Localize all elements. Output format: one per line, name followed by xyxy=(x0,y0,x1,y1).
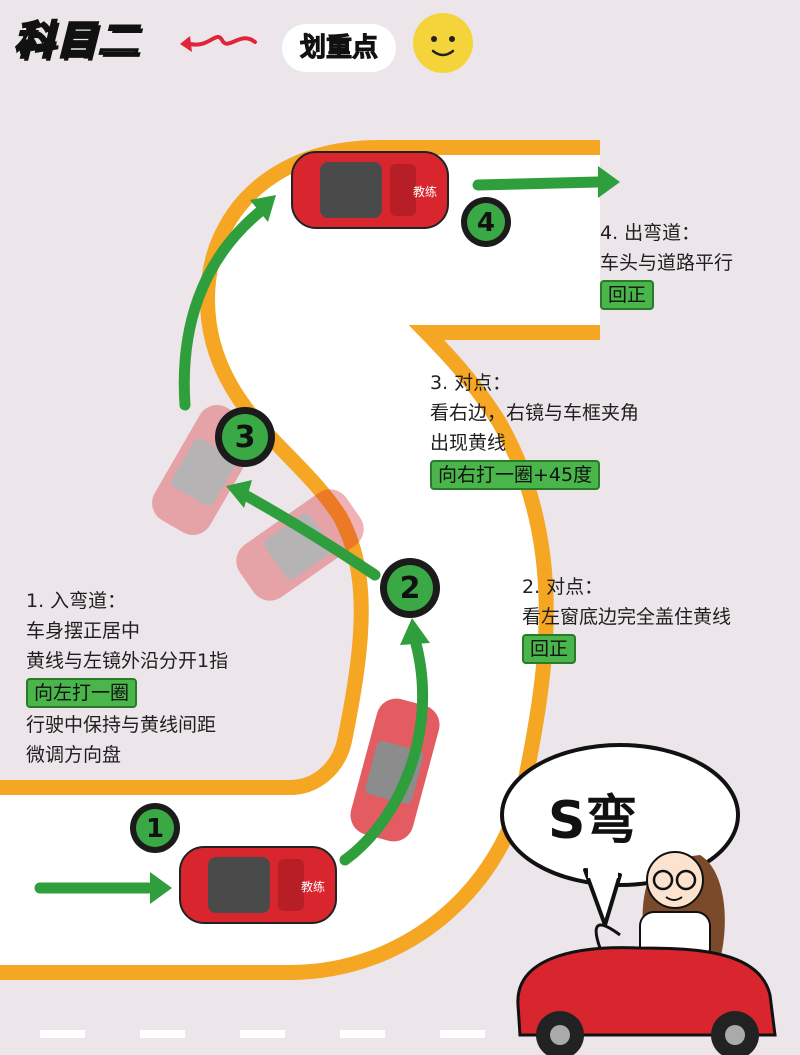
marker-1: 1 xyxy=(130,803,180,853)
step1-highlight: 向左打一圈 xyxy=(26,678,138,708)
arrow-curve-1 xyxy=(339,634,429,866)
arrow-entry-head xyxy=(150,872,172,904)
step1-extra: 微调方向盘 xyxy=(26,744,122,766)
step3-highlight: 向右打一圈+45度 xyxy=(430,460,601,490)
marker-label: 3 xyxy=(235,420,256,455)
step4-heading: 4. 出弯道： xyxy=(600,222,701,244)
squiggle-arrow-icon xyxy=(188,35,257,47)
step1-heading: 1. 入弯道： xyxy=(26,590,127,612)
step2-line: 看左窗底边完全盖住黄线 xyxy=(522,606,732,628)
speech-bubble xyxy=(500,743,740,927)
car-label: 教练 xyxy=(413,184,437,199)
step4-line: 车头与道路平行 xyxy=(600,252,734,274)
marker-label: 1 xyxy=(146,814,164,844)
page-title: 科目二 xyxy=(13,17,140,65)
arrow-curve-2-head xyxy=(226,480,252,508)
lane-dashes xyxy=(40,1030,485,1038)
arrow-curve-3 xyxy=(178,204,268,411)
bubble-text: S弯 xyxy=(548,791,638,851)
arrow-exit-head xyxy=(598,166,620,198)
arrow-curve-1-head xyxy=(400,618,430,645)
arrow-curve-3-head xyxy=(250,195,276,222)
car-label: 教练 xyxy=(301,879,325,894)
step3-line: 看右边，右镜与车框夹角 xyxy=(430,402,640,424)
arrow-curve-2 xyxy=(239,489,381,581)
step1-line: 黄线与左镜外沿分开1指 xyxy=(26,650,229,672)
step1-line: 车身摆正居中 xyxy=(26,620,141,642)
car-exit: 教练 xyxy=(291,151,449,229)
step4-block: 4. 出弯道： 车头与道路平行 回正 xyxy=(600,218,733,312)
marker-label: 4 xyxy=(477,208,495,238)
arrow-exit xyxy=(472,176,604,191)
arrow-heads xyxy=(150,166,620,904)
direction-arrows xyxy=(34,176,604,894)
markers: 1 2 3 4 xyxy=(130,197,511,853)
key-points-badge: 划重点 xyxy=(282,24,397,72)
car-entry: 教练 xyxy=(179,846,337,924)
step3-heading: 3. 对点： xyxy=(430,372,512,394)
step2-block: 2. 对点： 看左窗底边完全盖住黄线 回正 xyxy=(522,572,731,666)
smiley-icon xyxy=(413,13,473,73)
girl-driver-illustration xyxy=(594,851,725,963)
marker-3: 3 xyxy=(215,407,275,467)
marker-2: 2 xyxy=(380,558,440,618)
step1-extra: 行驶中保持与黄线间距 xyxy=(26,714,217,736)
step2-heading: 2. 对点： xyxy=(522,576,604,598)
step3-line: 出现黄线 xyxy=(430,432,507,454)
step1-block: 1. 入弯道： 车身摆正居中 黄线与左镜外沿分开1指 向左打一圈 行驶中保持与黄… xyxy=(26,586,228,770)
step3-block: 3. 对点： 看右边，右镜与车框夹角 出现黄线 向右打一圈+45度 xyxy=(430,368,639,492)
red-car-illustration xyxy=(516,946,777,1055)
step4-highlight: 回正 xyxy=(600,280,655,310)
marker-label: 2 xyxy=(400,571,421,606)
step2-highlight: 回正 xyxy=(522,634,577,664)
squiggle-arrow-head xyxy=(180,36,192,52)
marker-4: 4 xyxy=(461,197,511,247)
